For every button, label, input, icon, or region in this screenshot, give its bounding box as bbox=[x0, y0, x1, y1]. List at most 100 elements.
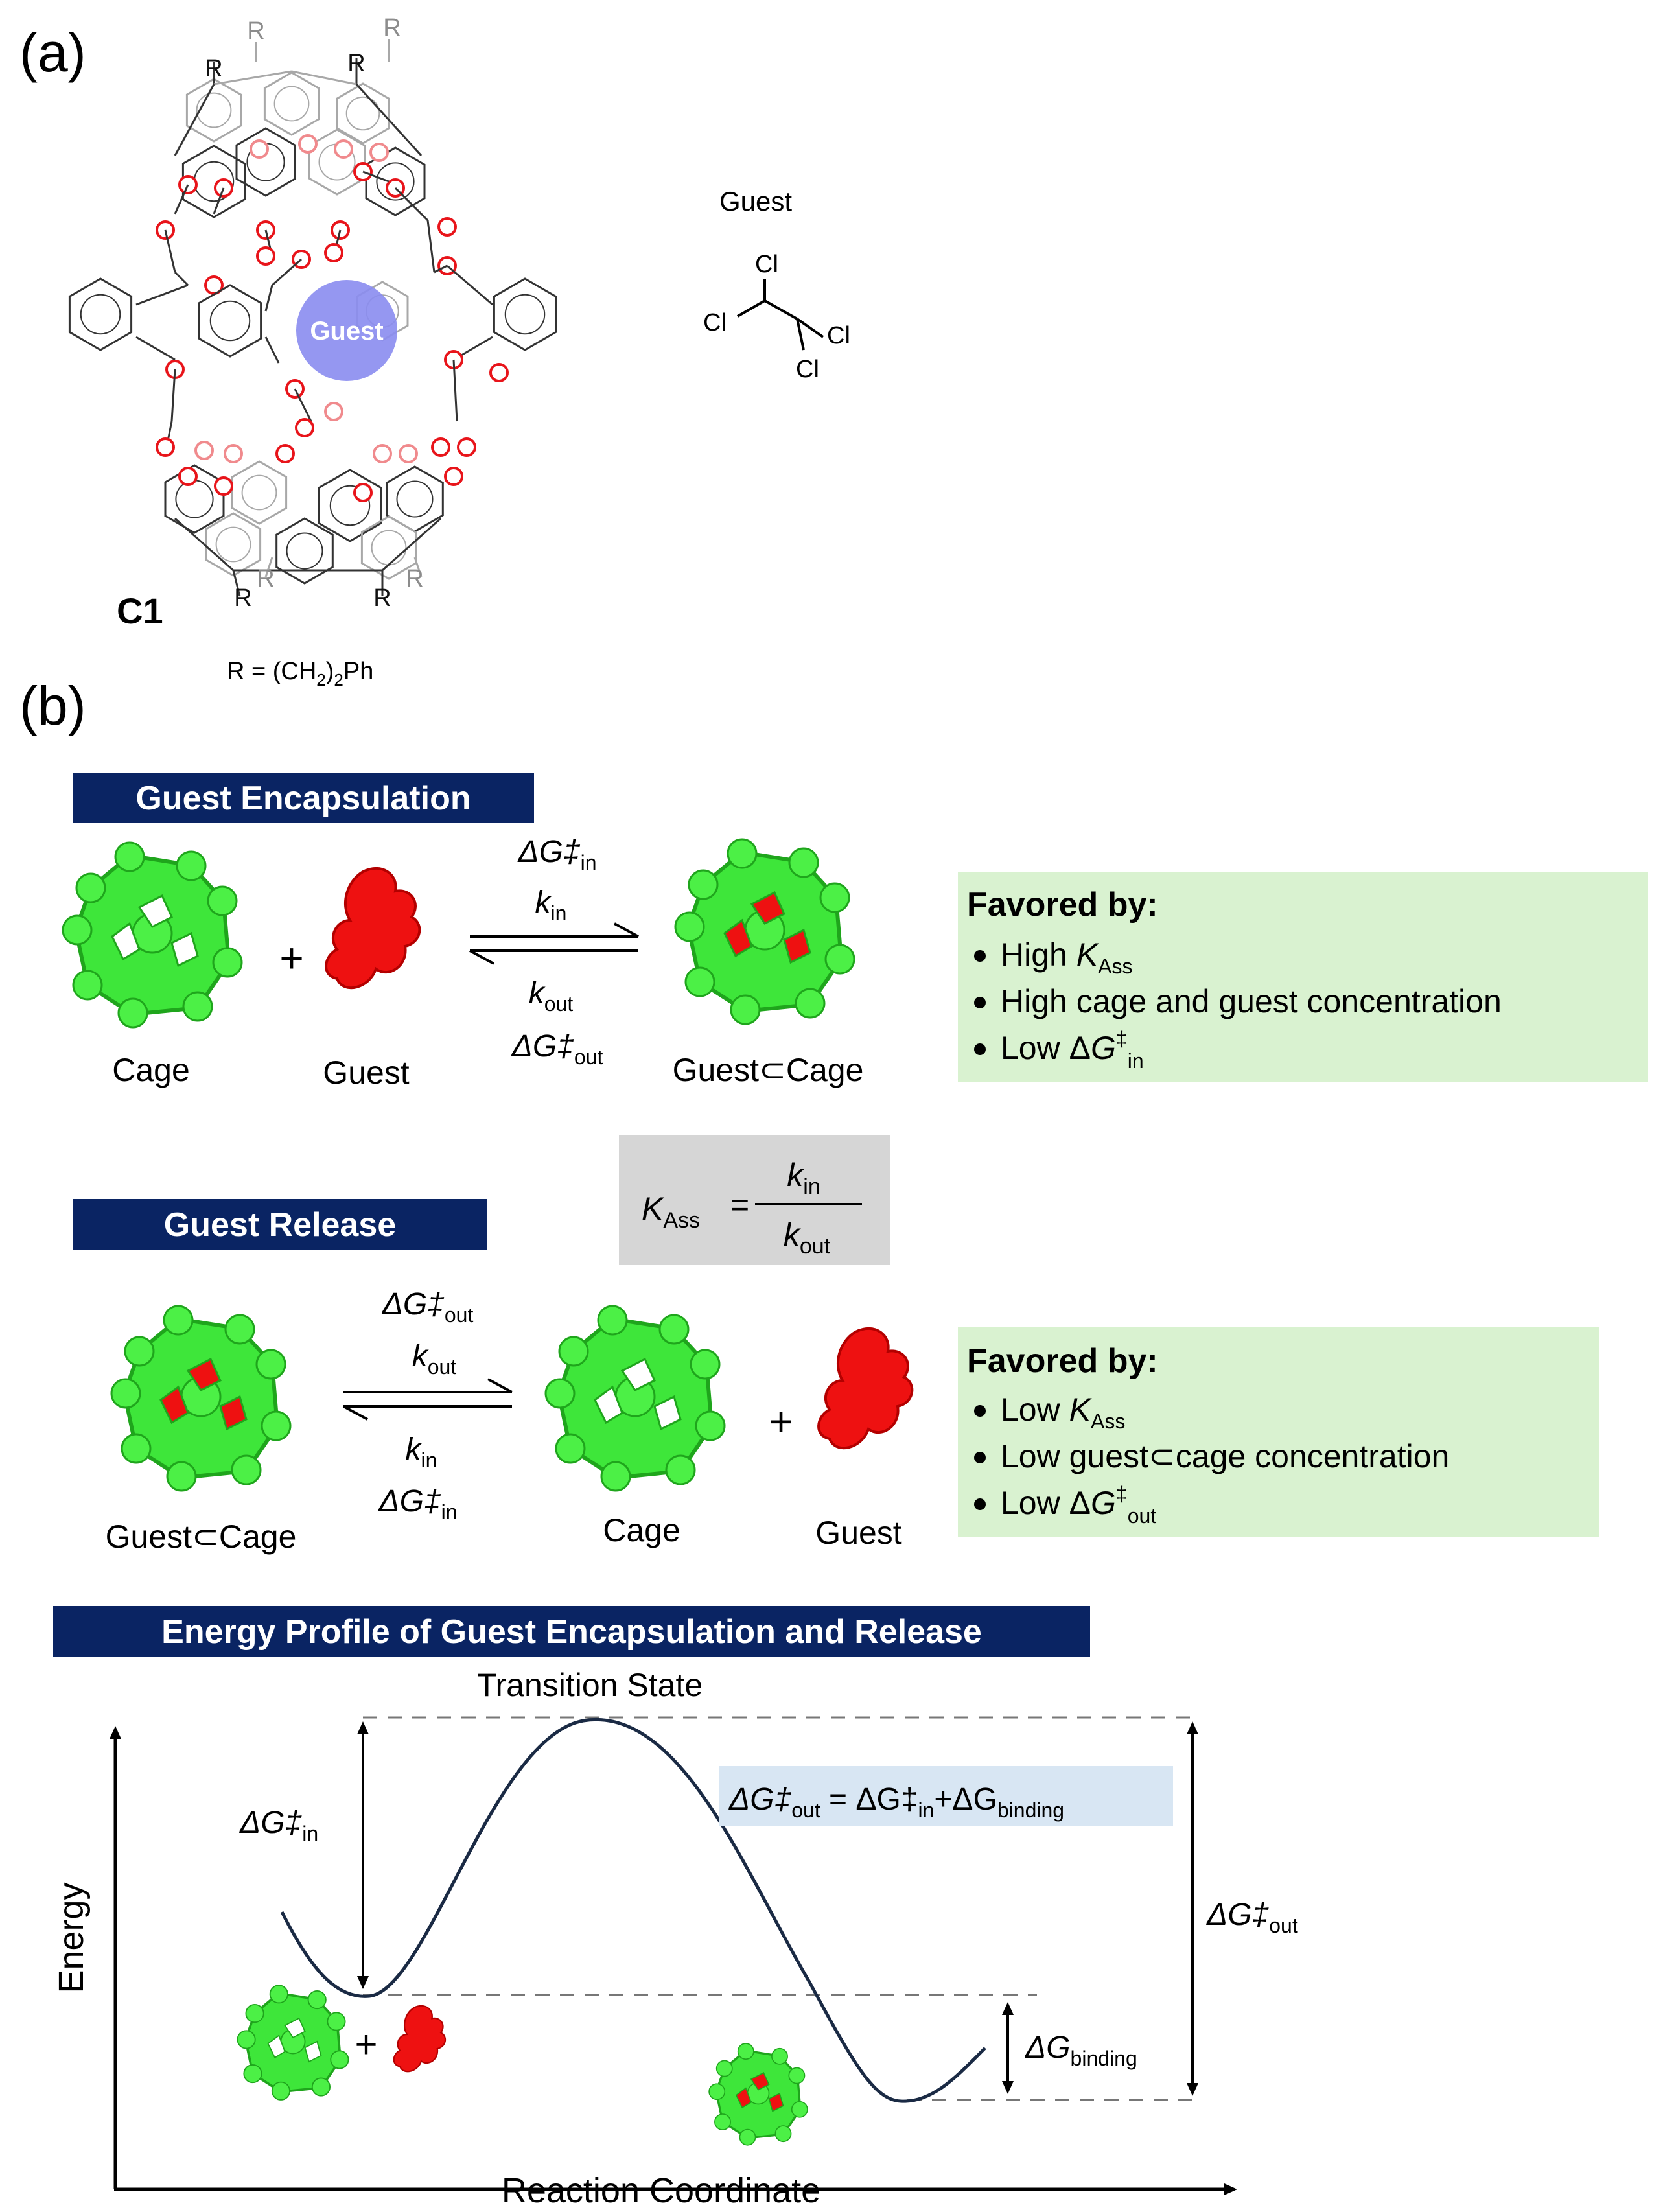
benzene-ring bbox=[198, 284, 262, 358]
r-group-label: R bbox=[247, 17, 264, 45]
bond bbox=[272, 258, 302, 286]
aromatic-circle bbox=[80, 294, 121, 335]
r-group-label: R bbox=[373, 585, 391, 612]
oxygen-atom bbox=[399, 444, 418, 463]
dg-binding-label: ΔGbinding bbox=[1025, 2031, 1137, 2070]
encap-complex-caption: Guest⊂Cage bbox=[673, 1052, 864, 1088]
bond bbox=[213, 70, 292, 86]
relation-equation: ΔG‡out = ΔG‡in+ΔGbinding bbox=[728, 1782, 1064, 1822]
oxygen-atom bbox=[178, 467, 198, 486]
r-group-label: R bbox=[347, 50, 365, 77]
bond bbox=[426, 220, 436, 273]
bond bbox=[447, 264, 493, 306]
aromatic-circle bbox=[215, 526, 251, 563]
profile-filled-cage-graphic bbox=[708, 2042, 809, 2147]
r-group-label: R bbox=[205, 55, 222, 82]
filled-cage-graphic bbox=[675, 839, 854, 1024]
energy-banner: Energy Profile of Guest Encapsulation an… bbox=[161, 1613, 982, 1651]
oxygen-atom bbox=[295, 418, 314, 437]
oxygen-atom bbox=[444, 467, 463, 486]
favored-item: Low guest⊂cage concentration bbox=[1001, 1438, 1449, 1474]
benzene-ring bbox=[231, 460, 288, 525]
r-group-label: R bbox=[234, 585, 251, 612]
panel-b-label: (b) bbox=[19, 675, 86, 736]
oxygen-atom bbox=[256, 246, 275, 266]
favored-item: High cage and guest concentration bbox=[1001, 983, 1502, 1019]
release-cage-caption: Cage bbox=[603, 1512, 680, 1548]
guest-badge: Guest bbox=[310, 317, 383, 345]
benzene-ring bbox=[336, 82, 390, 145]
release-bottom-k: kin bbox=[406, 1432, 437, 1472]
dg-in-label: ΔG‡in bbox=[239, 1806, 318, 1845]
favored-item: Low ΔG‡in bbox=[1001, 1027, 1144, 1073]
release-top-k: kout bbox=[412, 1339, 457, 1379]
empty-cage-graphic bbox=[63, 843, 242, 1027]
bond bbox=[452, 359, 458, 422]
encap-guest-caption: Guest bbox=[323, 1054, 410, 1091]
bond bbox=[135, 284, 189, 306]
release-favored-title: Favored by: bbox=[967, 1342, 1158, 1380]
benzene-ring bbox=[181, 145, 246, 218]
guest-heading: Guest bbox=[719, 186, 792, 216]
energy-banner-bg bbox=[53, 1606, 1090, 1657]
tetrachloroethane-structure bbox=[737, 279, 824, 351]
profile-plus: + bbox=[355, 2023, 377, 2066]
bond bbox=[170, 369, 176, 422]
benzene-ring bbox=[263, 71, 320, 136]
panel-a-label: (a) bbox=[19, 22, 86, 83]
encapsulation-banner: Guest Encapsulation bbox=[135, 780, 471, 817]
bond bbox=[291, 70, 357, 86]
oxygen-atom bbox=[353, 483, 373, 502]
release-guest-graphic bbox=[817, 1327, 914, 1450]
compound-label: C1 bbox=[117, 590, 163, 631]
kass-lhs: KAss bbox=[642, 1191, 700, 1233]
favored-item: High KAss bbox=[1001, 937, 1132, 978]
bond bbox=[174, 184, 189, 215]
aromatic-circle bbox=[345, 96, 380, 131]
aromatic-circle bbox=[241, 474, 277, 511]
oxygen-atom bbox=[298, 134, 318, 154]
oxygen-atom bbox=[324, 243, 343, 262]
benzene-ring bbox=[275, 517, 334, 585]
profile-guest-graphic bbox=[393, 2005, 447, 2073]
aromatic-circle bbox=[396, 480, 434, 518]
benzene-ring bbox=[493, 277, 557, 351]
x-axis-label: Reaction Coordinate bbox=[502, 2171, 820, 2209]
bullet-dot bbox=[974, 1405, 986, 1417]
bond bbox=[362, 170, 390, 183]
r-group-label: R bbox=[406, 565, 423, 592]
guest-graphic bbox=[325, 867, 421, 990]
oxygen-atom bbox=[334, 139, 353, 159]
kass-numerator: kin bbox=[787, 1157, 820, 1199]
cl-label-right: Cl bbox=[827, 322, 850, 349]
bond bbox=[174, 271, 189, 286]
aromatic-circle bbox=[371, 530, 407, 566]
transition-state-label: Transition State bbox=[477, 1667, 703, 1703]
bond bbox=[434, 264, 448, 274]
aromatic-circle bbox=[376, 162, 415, 201]
bullet-dot bbox=[974, 950, 986, 962]
bond bbox=[264, 557, 273, 577]
aromatic-circle bbox=[273, 86, 310, 122]
kass-formula-box bbox=[619, 1135, 890, 1265]
oxygen-atom bbox=[369, 143, 389, 162]
benzene-ring bbox=[68, 277, 133, 351]
encap-top-dg: ΔG‡in bbox=[517, 835, 596, 874]
bond bbox=[264, 285, 273, 312]
benzene-ring bbox=[360, 515, 417, 580]
release-bottom-dg: ΔG‡in bbox=[378, 1484, 457, 1524]
bullet-dot bbox=[974, 997, 986, 1008]
release-guest-caption: Guest bbox=[815, 1515, 902, 1551]
oxygen-atom bbox=[457, 437, 476, 457]
r-group-label: R bbox=[383, 14, 401, 41]
bullet-dot bbox=[974, 1452, 986, 1463]
encap-bottom-dg: ΔG‡out bbox=[511, 1029, 603, 1069]
bullet-dot bbox=[974, 1043, 986, 1055]
favored-item: Low KAss bbox=[1001, 1391, 1125, 1433]
oxygen-atom bbox=[250, 139, 269, 159]
oxygen-atom bbox=[373, 444, 392, 463]
encap-favored-title: Favored by: bbox=[967, 886, 1158, 924]
